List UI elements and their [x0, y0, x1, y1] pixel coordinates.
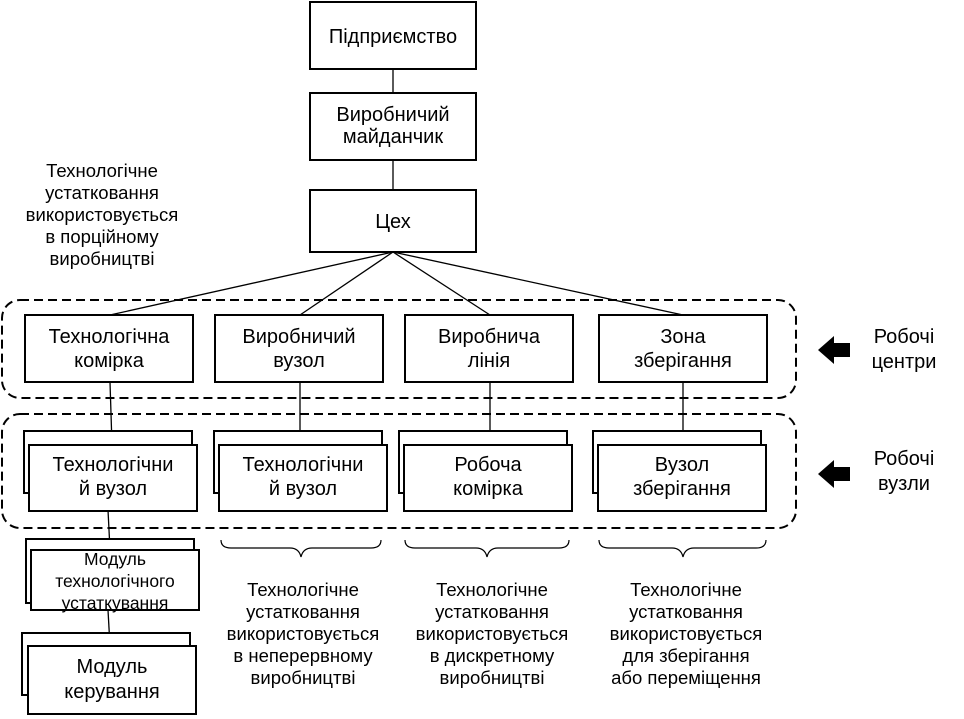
annotation-continuous-line-5: виробництві — [251, 667, 356, 688]
enterprise-box: Підприємство — [309, 1, 477, 70]
left-arrow-icon — [818, 336, 850, 364]
work-unit-3-line-1: Робоча — [454, 454, 522, 476]
annotation-batch-line-3: використовується — [26, 204, 179, 225]
annotation-continuous-line-1: Технологічне — [247, 579, 359, 600]
work-unit-1-line-1: Технологічни — [53, 454, 174, 476]
connector-shop-storage — [392, 251, 684, 316]
annotation-discrete: Технологічне устатковання використовуєть… — [416, 579, 569, 688]
brace-discrete — [404, 539, 570, 558]
work-center-unit-line-2: вузол — [273, 350, 324, 372]
work-centers-label-line-2: центри — [872, 351, 937, 373]
connectors — [107, 70, 684, 647]
work-unit-3: Робоча комірка — [398, 430, 573, 512]
shop-box: Цех — [309, 189, 477, 253]
annotation-storage-line-2: устатковання — [629, 601, 743, 622]
site-box: Виробничий майданчик — [309, 92, 477, 161]
annotation-discrete-line-2: устатковання — [435, 601, 549, 622]
work-unit-3-line-2: комірка — [453, 478, 524, 500]
annotation-discrete-line-3: використовується — [416, 623, 569, 644]
work-unit-1-line-2: й вузол — [79, 478, 147, 500]
left-arrow-icon — [818, 460, 850, 488]
enterprise-label: Підприємство — [329, 26, 457, 48]
work-centers-label: Робочі центри — [818, 326, 936, 373]
work-center-cell-line-1: Технологічна — [49, 326, 171, 348]
annotation-storage-line-4: для зберігання — [622, 645, 749, 666]
annotation-continuous-line-4: в неперервному — [233, 645, 373, 666]
work-center-unit-line-1: Виробничий — [242, 326, 355, 348]
work-units-label: Робочі вузли — [818, 448, 934, 495]
annotation-storage-line-1: Технологічне — [630, 579, 742, 600]
annotation-discrete-line-5: виробництві — [440, 667, 545, 688]
work-center-line: Виробнича лінія — [404, 314, 574, 383]
equipment-module-line-2: технологічного — [55, 571, 175, 591]
work-center-storage-line-1: Зона — [660, 326, 706, 348]
work-units-label-line-1: Робочі — [874, 448, 935, 470]
work-center-unit: Виробничий вузол — [214, 314, 384, 383]
control-module: Модуль керування — [21, 632, 197, 715]
work-centers-label-line-1: Робочі — [874, 326, 935, 348]
control-module-line-2: керування — [64, 681, 159, 703]
annotation-continuous-line-3: використовується — [227, 623, 380, 644]
work-unit-2-line-2: й вузол — [269, 478, 337, 500]
annotation-storage-line-5: або переміщення — [611, 667, 761, 688]
work-unit-2: Технологічни й вузол — [213, 430, 388, 512]
equipment-module: Модуль технологічного устаткування — [25, 538, 200, 613]
work-unit-4-line-1: Вузол — [655, 454, 709, 476]
equipment-module-line-1: Модуль — [84, 549, 146, 569]
work-center-line-line-1: Виробнича — [438, 326, 541, 348]
annotation-batch-line-2: устатковання — [45, 182, 159, 203]
annotation-batch-line-1: Технологічне — [46, 160, 158, 181]
work-centers-group — [1, 299, 797, 399]
work-unit-4-line-2: зберігання — [633, 478, 731, 500]
site-label-line-1: Виробничий — [336, 104, 449, 126]
work-center-cell: Технологічна комірка — [24, 314, 194, 383]
annotation-storage: Технологічне устатковання використовуєть… — [610, 579, 763, 688]
brace-continuous — [220, 539, 382, 558]
annotation-discrete-line-1: Технологічне — [436, 579, 548, 600]
control-module-line-1: Модуль — [77, 656, 148, 678]
work-unit-4: Вузол зберігання — [592, 430, 767, 512]
work-center-cell-line-2: комірка — [74, 350, 145, 372]
annotation-batch-line-4: в порційному — [45, 226, 159, 247]
work-center-line-line-2: лінія — [468, 350, 510, 372]
shop-label: Цех — [375, 211, 410, 233]
brace-storage — [598, 539, 767, 558]
annotation-continuous: Технологічне устатковання використовуєть… — [227, 579, 380, 688]
work-unit-2-line-1: Технологічни — [243, 454, 364, 476]
connector-shop-line — [392, 251, 491, 316]
annotation-storage-line-3: використовується — [610, 623, 763, 644]
site-label-line-2: майданчик — [343, 126, 443, 148]
annotation-batch-line-5: виробництві — [50, 248, 155, 269]
annotation-discrete-line-4: в дискретному — [430, 645, 555, 666]
work-units-label-line-2: вузли — [878, 473, 930, 495]
work-unit-1: Технологічни й вузол — [23, 430, 198, 512]
connector-shop-cell — [109, 251, 394, 316]
work-center-storage-line-2: зберігання — [634, 350, 732, 372]
annotation-continuous-line-2: устатковання — [246, 601, 360, 622]
work-center-storage: Зона зберігання — [598, 314, 768, 383]
connector-shop-unit — [299, 251, 394, 316]
equipment-module-line-3: устаткування — [62, 593, 169, 613]
annotation-batch: Технологічне устатковання використовуєть… — [26, 160, 179, 269]
work-units-group — [1, 413, 797, 529]
